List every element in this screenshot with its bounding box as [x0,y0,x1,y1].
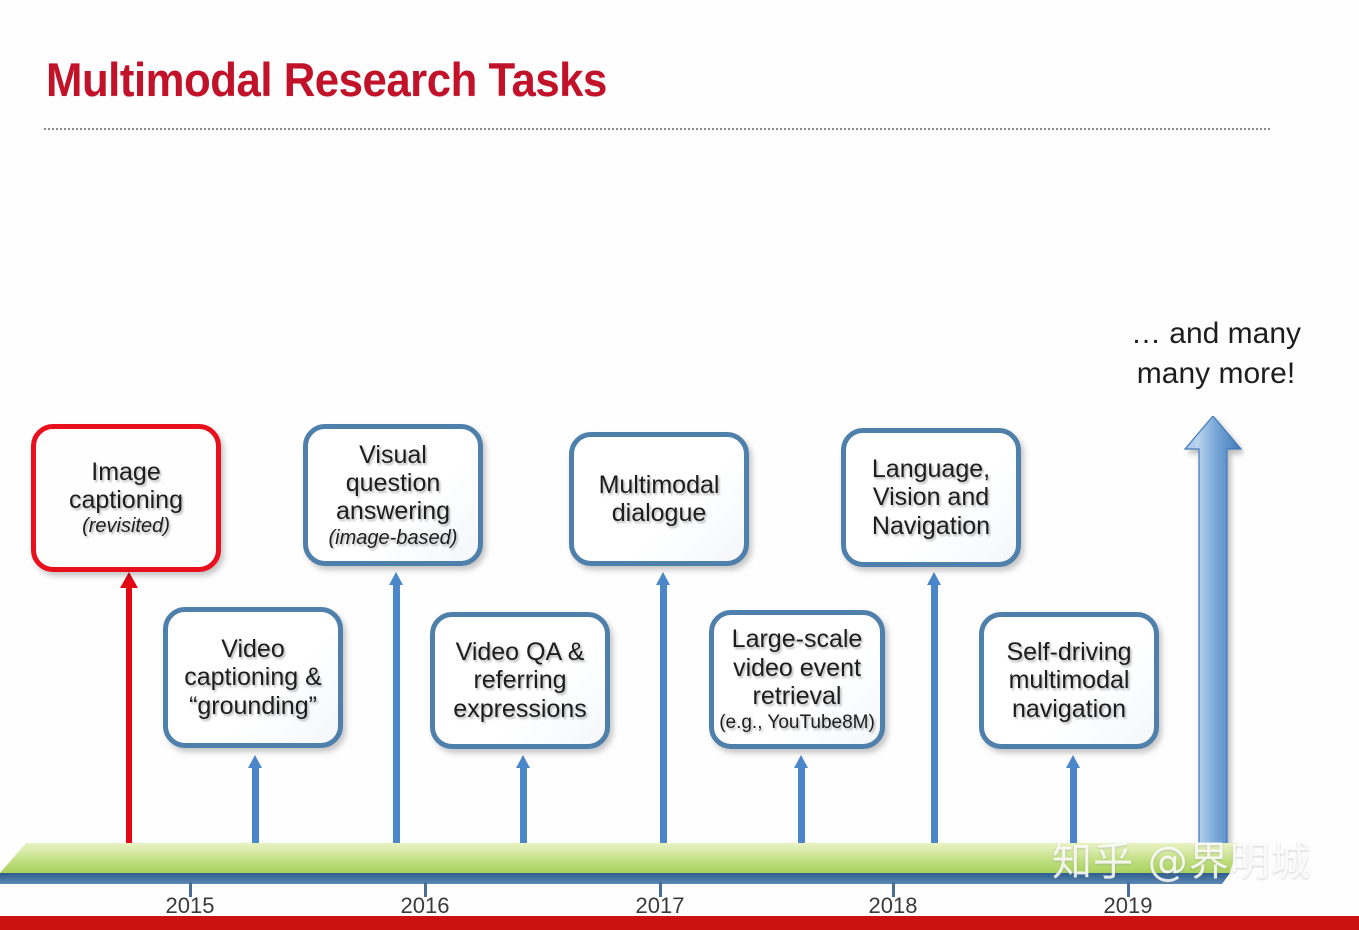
timeline-tick-2016 [424,882,427,897]
timeline-tick-2019 [1127,882,1130,897]
growth-arrow-icon [1182,416,1244,858]
year-label-2016: 2016 [400,893,450,918]
arrow-stem [520,767,527,845]
task-box-subtitle: (image-based) [328,526,458,549]
task-box-line: retrieval [752,681,842,710]
timeline-green-surface [0,843,1238,873]
arrow-stem [252,767,259,845]
timeline-shadow-surface [0,873,1230,884]
timeline-tick-2018 [892,882,895,897]
arrow-head-icon [1066,755,1080,768]
arrow-stem [798,767,805,845]
title-divider [44,128,1272,130]
arrow-head-icon [248,755,262,768]
timeline-bar [0,840,1245,886]
task-box-subtitle: (revisited) [82,515,170,538]
arrow-head-icon [120,572,138,588]
timeline-tick-2015 [189,882,192,897]
many-more-caption: … and many many more! [1100,314,1332,393]
task-box-line: Large-scale [731,625,863,654]
task-box-line: Vision and [872,483,990,512]
task-box-line: Navigation [871,511,991,540]
task-box-line: Video [221,635,285,664]
arrow-head-icon [794,755,808,768]
year-label-2018: 2018 [868,893,918,918]
arrow-head-icon [389,572,403,585]
task-box-subtitle: (e.g., YouTube8M) [719,712,875,734]
task-box-line: Multimodal [598,470,720,499]
task-box-line: Self-driving [1006,638,1132,667]
task-box-line: answering [336,497,450,526]
many-more-line-2: many more! [1136,356,1296,390]
arrow-head-icon [927,572,941,585]
bottom-accent-band [0,916,1359,930]
task-box-line: captioning & [184,663,322,692]
task-box-line: Language, [871,455,991,484]
arrow-stem [126,587,132,845]
task-box-line: Visual [359,440,427,469]
task-box-line: navigation [1012,694,1126,723]
arrow-head-icon [656,572,670,585]
task-box-line: Image [91,457,161,486]
many-more-line-1: … and many [1130,317,1302,350]
year-label-2015: 2015 [165,893,215,918]
timeline-tick-2017 [659,882,662,897]
watermark: 知乎 @界明城 [1052,839,1312,885]
arrow-stem [1070,767,1077,845]
task-box-line: video event [733,653,861,682]
task-box-line: captioning [69,486,183,515]
arrow-stem [660,584,667,845]
task-box-line: dialogue [611,499,707,527]
task-box-line: referring [473,666,567,695]
year-label-2019: 2019 [1103,893,1153,918]
arrow-head-icon [516,755,530,768]
task-box-line: multimodal [1008,666,1130,695]
year-label-2017: 2017 [635,893,685,918]
page-title: Multimodal Research Tasks [46,53,607,106]
task-box-line: Video QA & [455,638,585,667]
task-box-line: question [345,469,441,498]
task-box-line: “grounding” [189,691,317,720]
task-box-line: expressions [453,694,587,723]
arrow-stem [931,584,938,845]
arrow-stem [393,584,400,845]
